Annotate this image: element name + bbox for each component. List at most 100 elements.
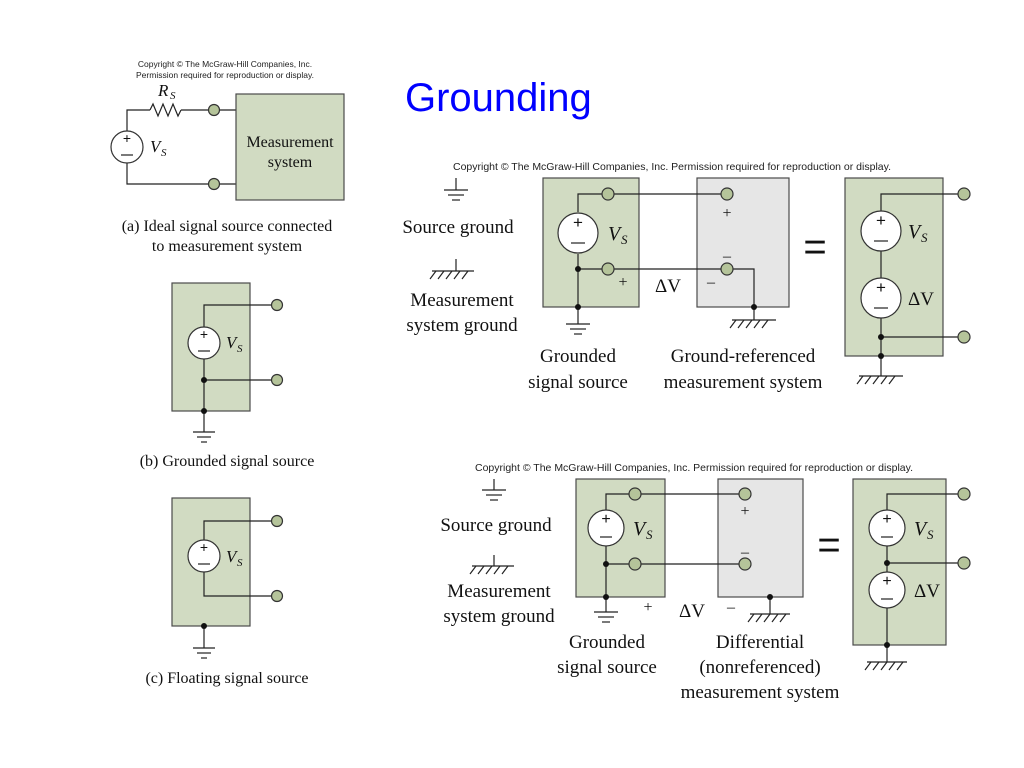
wire-top [886, 493, 964, 511]
legend-source-ground: Source ground [402, 217, 514, 238]
plus-sign: + [876, 278, 886, 297]
caption-meas-line2: measurement system [664, 372, 823, 393]
terminal [207, 177, 221, 191]
rs-label: R [157, 81, 169, 100]
caption-b: (b) Grounded signal source [140, 453, 315, 470]
voltage-source-icon [868, 509, 906, 547]
equivalent-box [852, 478, 947, 646]
caption-meas-line1: Ground-referenced [671, 346, 816, 367]
chassis-ground-icon [729, 319, 776, 329]
caption-source-line1: Grounded [569, 632, 645, 653]
delta-v-source-icon [868, 571, 906, 609]
caption-meas-line2: (nonreferenced) [699, 657, 820, 678]
vs-label: V [150, 137, 163, 156]
wire-top [203, 520, 277, 540]
plus-sign: + [123, 130, 131, 146]
chassis-ground-icon [747, 613, 790, 623]
voltage-source-icon [187, 326, 221, 360]
vs-subscript: S [621, 232, 628, 247]
terminal [957, 187, 971, 201]
chassis-ground-icon [469, 555, 514, 575]
terminal [270, 589, 284, 603]
terminal [957, 556, 971, 570]
terminal [957, 487, 971, 501]
plus-sign: + [601, 511, 610, 528]
vs-label: V [908, 221, 923, 243]
legend-measurement-ground-line1: Measurement [410, 290, 514, 311]
vs-label: V [226, 333, 239, 352]
terminal [738, 487, 752, 501]
ground-icon [444, 178, 468, 201]
plus-sign: + [573, 213, 583, 232]
copyright-lower: Copyright © The McGraw-Hill Companies, I… [475, 462, 913, 474]
rs-subscript: S [170, 90, 176, 102]
minus-label: – [726, 599, 736, 616]
vs-label: V [914, 518, 929, 540]
junction [878, 353, 884, 359]
vs-label: V [226, 547, 239, 566]
ground-icon [193, 431, 215, 443]
measurement-system-box [696, 177, 790, 308]
minus-label: – [722, 248, 732, 265]
vs-subscript: S [927, 527, 934, 542]
equals-sign: = [803, 225, 826, 269]
junction [575, 304, 581, 310]
caption-meas-line1: Differential [716, 632, 804, 653]
wire-top [577, 193, 727, 212]
figure-c: + V S (c) Floating signal source [145, 497, 309, 687]
lower-diagram: Copyright © The McGraw-Hill Companies, I… [440, 462, 971, 703]
legend-measurement-ground-line1: Measurement [447, 581, 551, 602]
wire-top [605, 493, 745, 511]
delta-v-label: ΔV [679, 601, 705, 622]
junction [878, 334, 884, 340]
plus-sign: + [876, 211, 886, 230]
copyright-line1: Copyright © The McGraw-Hill Companies, I… [138, 59, 312, 69]
terminal [720, 187, 734, 201]
caption-source-line2: signal source [557, 657, 657, 678]
minus-label: – [740, 544, 750, 561]
delta-v-label: ΔV [908, 289, 934, 310]
ground-icon [594, 611, 618, 623]
plus-label: + [722, 205, 731, 222]
caption-a-line1: (a) Ideal signal source connected [122, 218, 333, 235]
junction [201, 623, 207, 629]
vs-subscript: S [921, 230, 928, 245]
terminal [628, 557, 642, 571]
voltage-source-icon [110, 130, 144, 164]
terminal [270, 298, 284, 312]
caption-source-line2: signal source [528, 372, 628, 393]
junction [201, 377, 207, 383]
junction [603, 561, 609, 567]
vs-subscript: S [237, 343, 243, 355]
plus-label: + [618, 274, 627, 291]
plus-label: + [740, 503, 749, 520]
terminal [207, 103, 221, 117]
box-label-line1: Measurement [246, 134, 334, 151]
terminal [270, 373, 284, 387]
figure-a: Copyright © The McGraw-Hill Companies, I… [110, 59, 345, 255]
box-label-line2: system [268, 154, 313, 171]
vs-label: V [633, 518, 648, 540]
voltage-source-icon [187, 539, 221, 573]
chassis-ground-icon [429, 259, 474, 280]
legend-source-ground: Source ground [440, 515, 552, 536]
junction [201, 408, 207, 414]
resistor-rs [149, 102, 182, 118]
terminal [601, 187, 615, 201]
wire-meas-ground [727, 268, 755, 320]
junction [767, 594, 773, 600]
chassis-ground-icon [864, 661, 907, 671]
caption-source-line1: Grounded [540, 346, 616, 367]
wire-top-left [126, 109, 150, 131]
equivalent-box [844, 177, 944, 357]
plus-sign: + [882, 511, 891, 528]
vs-subscript: S [237, 557, 243, 569]
caption-a-line2: to measurement system [152, 238, 303, 255]
ground-icon [482, 479, 506, 501]
slide-title: Grounding [405, 76, 592, 120]
terminal [720, 262, 734, 276]
junction [751, 304, 757, 310]
voltage-source-icon [587, 509, 625, 547]
wire-top [203, 304, 277, 327]
